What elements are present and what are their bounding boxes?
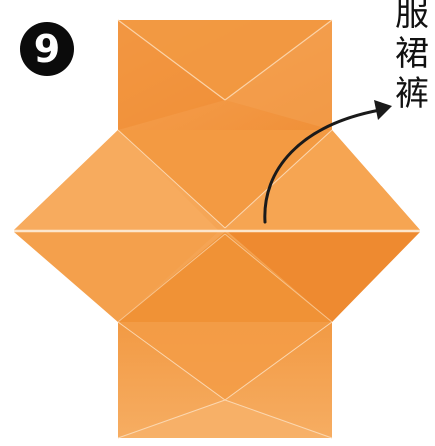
instruction-caption: 服 裙 裤 <box>395 0 435 114</box>
step-number-badge: 9 <box>20 22 74 76</box>
instruction-line: 服 <box>395 0 435 34</box>
instruction-line: 裙 <box>395 34 435 74</box>
instruction-line: 裤 <box>395 74 435 114</box>
